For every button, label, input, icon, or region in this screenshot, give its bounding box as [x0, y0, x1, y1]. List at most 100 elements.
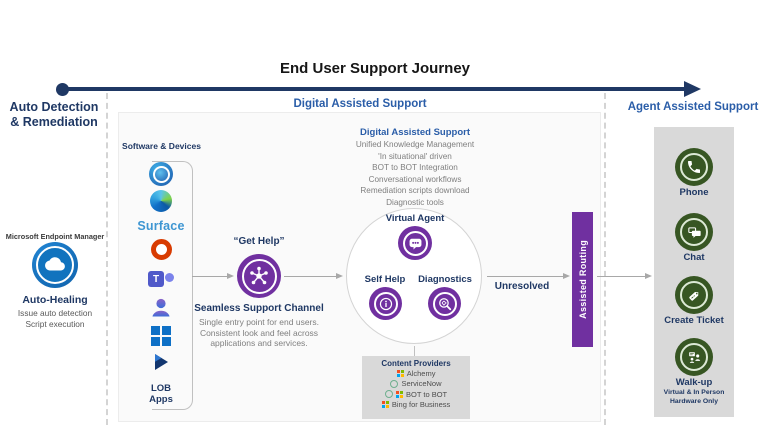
right-section-divider: [604, 93, 606, 425]
endpoint-manager-label: Microsoft Endpoint Manager: [5, 232, 105, 241]
self-help-label: Self Help: [364, 274, 406, 285]
windows-square: [151, 336, 160, 346]
diagnostics-inner-ring: [432, 291, 457, 316]
teams-icon: T: [148, 268, 174, 290]
cloud-glyph: [45, 257, 65, 271]
hub-to-providers-connector: [414, 346, 415, 356]
timeline-arrowhead-icon: [684, 81, 701, 97]
das-feature: BOT to BOT Integration: [372, 163, 458, 172]
das-feature: 'In situational' driven: [378, 151, 452, 161]
microsoft-logo-icon: [396, 369, 404, 377]
provider-row: ServiceNow: [362, 379, 470, 390]
ticket-inner-ring: [680, 281, 708, 309]
teams-person-dot: [165, 273, 174, 282]
seamless-support-channel-desc: Single entry point for end users. Consis…: [198, 317, 319, 348]
get-help-network-hub-icon: [237, 254, 281, 298]
info-glyph: [379, 297, 392, 310]
lob-line1: LOB: [150, 383, 172, 394]
walkup-note-line1: Virtual & In Person: [663, 389, 725, 396]
lob-apps-label: LOB Apps: [136, 383, 186, 405]
provider-row: BOT to BOT: [362, 389, 470, 400]
cortana-inner-ring: [152, 165, 170, 183]
das-list-title: Digital Assisted Support: [360, 127, 470, 138]
get-help-inner-ring: [241, 258, 277, 294]
phone-icon: [675, 148, 713, 186]
windows-square: [151, 326, 160, 335]
auto-detection-heading: Auto Detection & Remediation: [2, 100, 106, 130]
content-providers-title: Content Providers: [381, 359, 451, 368]
phone-inner-ring: [680, 153, 708, 181]
provider-row: Alchemy: [362, 368, 470, 379]
servicenow-logo-icon: [384, 390, 393, 399]
virtual-agent-label: Virtual Agent: [385, 213, 445, 224]
devices-bracket: [152, 161, 193, 410]
support-person-icon: [152, 298, 170, 317]
office-icon: [151, 239, 172, 260]
lob-line2: Apps: [149, 394, 173, 405]
walkup-inner-ring: [680, 343, 708, 371]
left-section-divider: [106, 93, 108, 425]
timeline-line: [62, 87, 686, 91]
create-ticket-label: Create Ticket: [664, 315, 724, 326]
chat-icon: [675, 213, 713, 251]
das-feature: Diagnostic tools: [386, 197, 444, 207]
page-title: End User Support Journey: [279, 60, 471, 77]
cortana-icon: [149, 162, 173, 186]
chat-glyph: [687, 226, 701, 238]
auto-detection-heading-line1: Auto Detection: [9, 100, 99, 114]
endpoint-manager-cloud-icon: [32, 242, 78, 288]
walkup-label: Walk-up: [675, 377, 713, 388]
surface-logo: Surface: [137, 219, 185, 233]
software-devices-label: Software & Devices: [122, 141, 201, 151]
auto-healing-desc-1: Issue auto detection: [17, 308, 93, 318]
seamless-support-channel-title: Seamless Support Channel: [194, 303, 324, 314]
windows-square: [161, 336, 171, 346]
self-help-inner-ring: [373, 291, 398, 316]
windows-icon: [151, 326, 171, 346]
servicenow-logo-icon: [390, 379, 399, 388]
virtual-agent-inner-ring: [402, 230, 428, 256]
walkup-icon: [675, 338, 713, 376]
phone-label: Phone: [679, 187, 709, 198]
ticket-icon: [675, 276, 713, 314]
unresolved-label: Unresolved: [494, 281, 550, 292]
arrow-hub-to-routing: [487, 272, 570, 279]
diagnostics-magnifier-icon: [428, 287, 461, 320]
das-feature-list: Unified Knowledge Management 'In situati…: [320, 139, 510, 208]
provider-label: ServiceNow: [401, 379, 442, 389]
das-feature: Conversational workflows: [368, 174, 462, 184]
content-providers-box: Content Providers Alchemy ServiceNow BOT…: [362, 356, 470, 419]
magnifier-glyph: [438, 297, 451, 310]
diagnostics-label: Diagnostics: [418, 274, 472, 285]
auto-detection-heading-line2: & Remediation: [10, 115, 98, 129]
microsoft-logo-icon: [381, 401, 389, 409]
arrow-routing-to-agent: [597, 272, 652, 279]
windows-square: [161, 326, 171, 335]
edge-icon: [150, 190, 172, 212]
assisted-routing-label: Assisted Routing: [577, 240, 588, 319]
das-feature: Remediation scripts download: [360, 186, 470, 195]
virtual-agent-chat-bot-icon: [398, 226, 432, 260]
get-help-title: “Get Help”: [233, 236, 285, 247]
chat-bot-glyph: [409, 238, 421, 249]
microsoft-logo-icon: [395, 390, 404, 398]
provider-label: Alchemy: [406, 368, 436, 378]
arrow-devices-to-gethelp: [192, 272, 234, 279]
phone-glyph: [688, 161, 700, 173]
auto-healing-title: Auto-Healing: [22, 294, 88, 306]
digital-assisted-support-heading: Digital Assisted Support: [293, 98, 427, 110]
teams-t-square: T: [148, 271, 164, 287]
ticket-glyph: [688, 291, 698, 301]
provider-label: Bing for Business: [391, 400, 451, 410]
provider-label: BOT to BOT: [406, 389, 448, 399]
agent-assisted-support-heading: Agent Assisted Support: [627, 101, 759, 113]
provider-row: Bing for Business: [362, 400, 470, 411]
endpoint-manager-inner-ring: [36, 246, 74, 284]
auto-healing-desc-2: Script execution: [25, 319, 85, 329]
chat-inner-ring: [680, 218, 708, 246]
assisted-routing-bar: Assisted Routing: [572, 212, 593, 347]
self-help-info-icon: [369, 287, 402, 320]
network-hub-glyph: [250, 266, 268, 285]
das-feature: Unified Knowledge Management: [355, 140, 475, 149]
